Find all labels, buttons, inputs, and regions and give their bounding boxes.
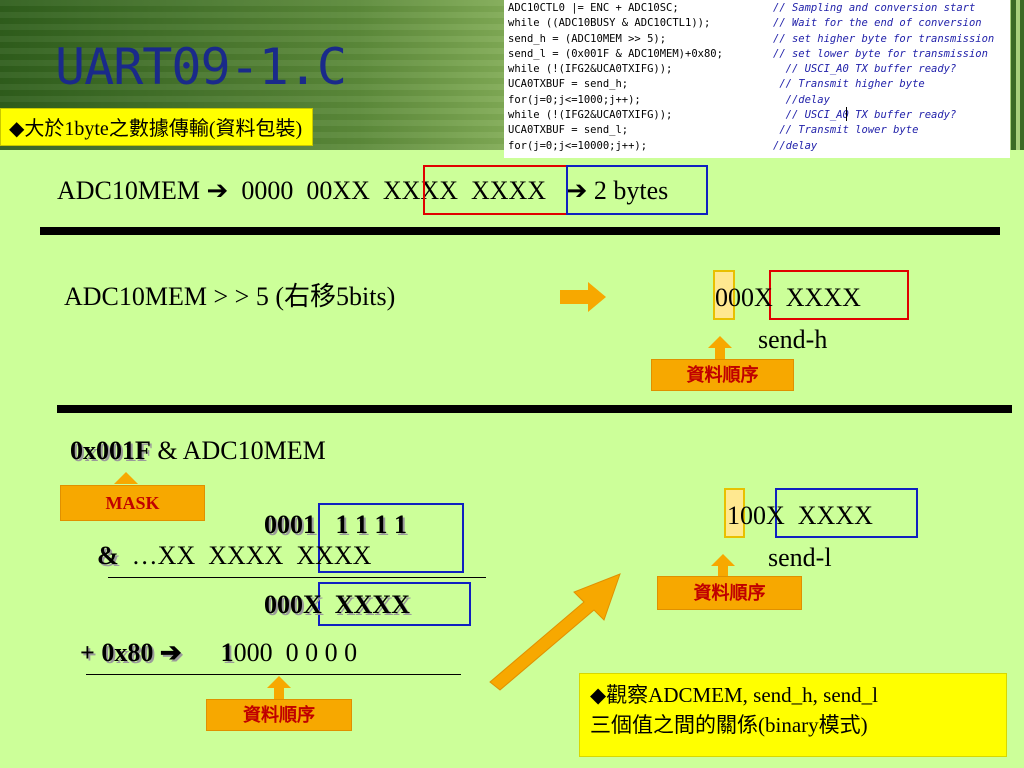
send-h-value: 000X XXXX	[715, 283, 861, 313]
code-line: while (!(IFG2&UCA0TXIFG)); // USCI_A0 TX…	[508, 62, 1010, 77]
high-bits-box	[423, 165, 568, 215]
code-text: ADC10CTL0 |= ENC + ADC10SC;	[508, 2, 679, 14]
code-snippet: ADC10CTL0 |= ENC + ADC10SC; // Sampling a…	[504, 0, 1010, 158]
code-line: ADC10CTL0 |= ENC + ADC10SC; // Sampling a…	[508, 1, 1010, 16]
code-text: send_l = (0x001F & ADC10MEM)+0x80;	[508, 47, 723, 60]
up-arrow-icon	[114, 472, 138, 484]
divider-2	[57, 405, 1012, 413]
code-text: while ((ADC10BUSY & ADC10CTL1));	[508, 17, 711, 30]
and-result: 000X XXXX	[264, 590, 410, 620]
data-order-label: 資料順序	[651, 359, 794, 391]
arrow-stem	[718, 566, 728, 576]
value-line: & …XX XXXX XXXX	[97, 541, 371, 571]
bits-low-group: X XXXX	[439, 176, 547, 205]
arrow-stem	[274, 688, 284, 700]
value-lower-bits: X XXXX	[264, 541, 372, 570]
code-comment: // USCI_A0 TX buffer ready?	[773, 109, 957, 122]
adc10mem-label: ADC10MEM	[57, 176, 201, 205]
row1-expression: ADC10MEM ➔ 0000 00XX XXXX XXXX ➔ 2 bytes	[57, 176, 668, 206]
sum-line	[108, 577, 486, 578]
send-l-prefix: 00	[740, 501, 766, 530]
code-line: send_l = (0x001F & ADC10MEM)+0x80; // set…	[508, 47, 1010, 62]
code-text: UCA0TXBUF = send_l;	[508, 124, 629, 137]
bits-high-group: XX XXX	[332, 176, 440, 205]
code-comment: // Wait for the end of conversion	[773, 17, 982, 30]
shift-expression: ADC10MEM > > 5 (右移5bits)	[64, 282, 396, 311]
right-arrow-icon: ➔	[565, 176, 588, 205]
value-upper-bits: …XX XXX	[131, 541, 265, 570]
send-l-bits: X XXXX	[766, 501, 873, 530]
note-line-2: 三個值之間的關係(binary模式)	[590, 713, 868, 737]
send-h-label: send-h	[758, 325, 828, 354]
code-line: UCA0TXBUF = send_h; // Transmit higher b…	[508, 77, 1010, 92]
send-h-bits: X XXXX	[754, 283, 861, 312]
code-line: for(j=0;j<=10000;j++); //delay	[508, 139, 1010, 154]
slide-title: UART09-1.C	[55, 38, 347, 96]
right-arrow-icon: ➔	[159, 638, 182, 667]
result-bits-box	[318, 582, 471, 626]
send-h-prefix: 000	[715, 283, 754, 312]
arrow-stem	[715, 348, 725, 360]
code-line: send_h = (ADC10MEM >> 5); // set higher b…	[508, 32, 1010, 47]
plus-0x80: + 0x80	[80, 638, 154, 667]
data-order-label: 資料順序	[206, 699, 352, 731]
code-line: while (!(IFG2&UCA0TXIFG)); // USCI_A0 TX…	[508, 108, 1010, 123]
mask-constant: 0x001F	[70, 436, 151, 465]
send-l-bits-box	[775, 488, 918, 538]
code-line: for(j=0;j<=1000;j++); //delay	[508, 93, 1010, 108]
send-h-bits-box	[769, 270, 909, 320]
code-comment: // Transmit higher byte	[773, 78, 925, 91]
divider-1	[40, 227, 1000, 235]
up-arrow-icon	[708, 336, 732, 348]
code-comment: // USCI_A0 TX buffer ready?	[773, 63, 957, 76]
code-comment: // Transmit lower byte	[773, 124, 919, 137]
text-cursor	[846, 107, 847, 121]
low-bits-box	[566, 165, 708, 215]
data-order-label: 資料順序	[657, 576, 802, 610]
mask-upper-bits: 0001	[264, 510, 316, 539]
mask-expression: 0x001F & ADC10MEM	[70, 436, 326, 466]
code-comment: //delay	[773, 93, 830, 106]
observation-note: ◆觀察ADCMEM, send_h, send_l 三個值之間的關係(binar…	[579, 673, 1007, 757]
code-text: UCA0TXBUF = send_h;	[508, 78, 629, 91]
slide-subtitle: ◆大於1byte之數據傳輸(資料包裝)	[0, 108, 314, 146]
code-line: while ((ADC10BUSY & ADC10CTL1)); // Wait …	[508, 16, 1010, 31]
mask-operand: & ADC10MEM	[150, 436, 326, 465]
result-upper-bits: 000	[264, 590, 303, 619]
mask-line: 0001 1 1 1 1	[264, 510, 407, 540]
two-bytes-label: 2 bytes	[593, 176, 669, 205]
plus-line: + 0x80 ➔ 1000 0 0 0 0	[80, 638, 357, 668]
code-comment: // set lower byte for transmission	[773, 47, 988, 60]
mask-lower-bits: 1 1 1 1	[335, 510, 408, 539]
plus-underline	[86, 674, 461, 675]
code-text: for(j=0;j<=10000;j++);	[508, 139, 648, 152]
code-line: UCA0TXBUF = send_l; // Transmit lower by…	[508, 123, 1010, 138]
code-text: send_h = (ADC10MEM >> 5);	[508, 32, 667, 45]
code-text: for(j=0;j<=1000;j++);	[508, 93, 641, 106]
send-l-value: 100X XXXX	[727, 501, 873, 531]
up-arrow-icon	[267, 676, 291, 688]
msb-highlight	[713, 270, 735, 320]
code-comment: // set higher byte for transmission	[773, 32, 995, 45]
code-comment: // Sampling and conversion start	[773, 2, 976, 14]
send-l-msb: 1	[727, 501, 740, 530]
msb-highlight	[724, 488, 745, 538]
up-arrow-icon	[711, 554, 735, 566]
diagonal-arrow-icon	[489, 573, 621, 691]
note-line-1: ◆觀察ADCMEM, send_h, send_l	[590, 683, 878, 707]
mask-bits-box	[318, 503, 464, 573]
bits-upper: 0000 00	[241, 176, 333, 205]
code-text: while (!(IFG2&UCA0TXIFG));	[508, 109, 673, 122]
code-comment: //delay	[773, 139, 818, 152]
remaining-bits: 000 0 0 0 0	[233, 638, 358, 667]
right-arrow-icon: ➔	[206, 176, 229, 205]
result-lower-bits: X XXXX	[303, 590, 410, 619]
and-operator: &	[97, 541, 119, 570]
msb-bit: 1	[220, 638, 234, 667]
send-l-label: send-l	[768, 543, 832, 572]
right-block-arrow-icon	[560, 282, 606, 312]
code-text: while (!(IFG2&UCA0TXIFG));	[508, 63, 673, 76]
mask-label: MASK	[60, 485, 205, 521]
